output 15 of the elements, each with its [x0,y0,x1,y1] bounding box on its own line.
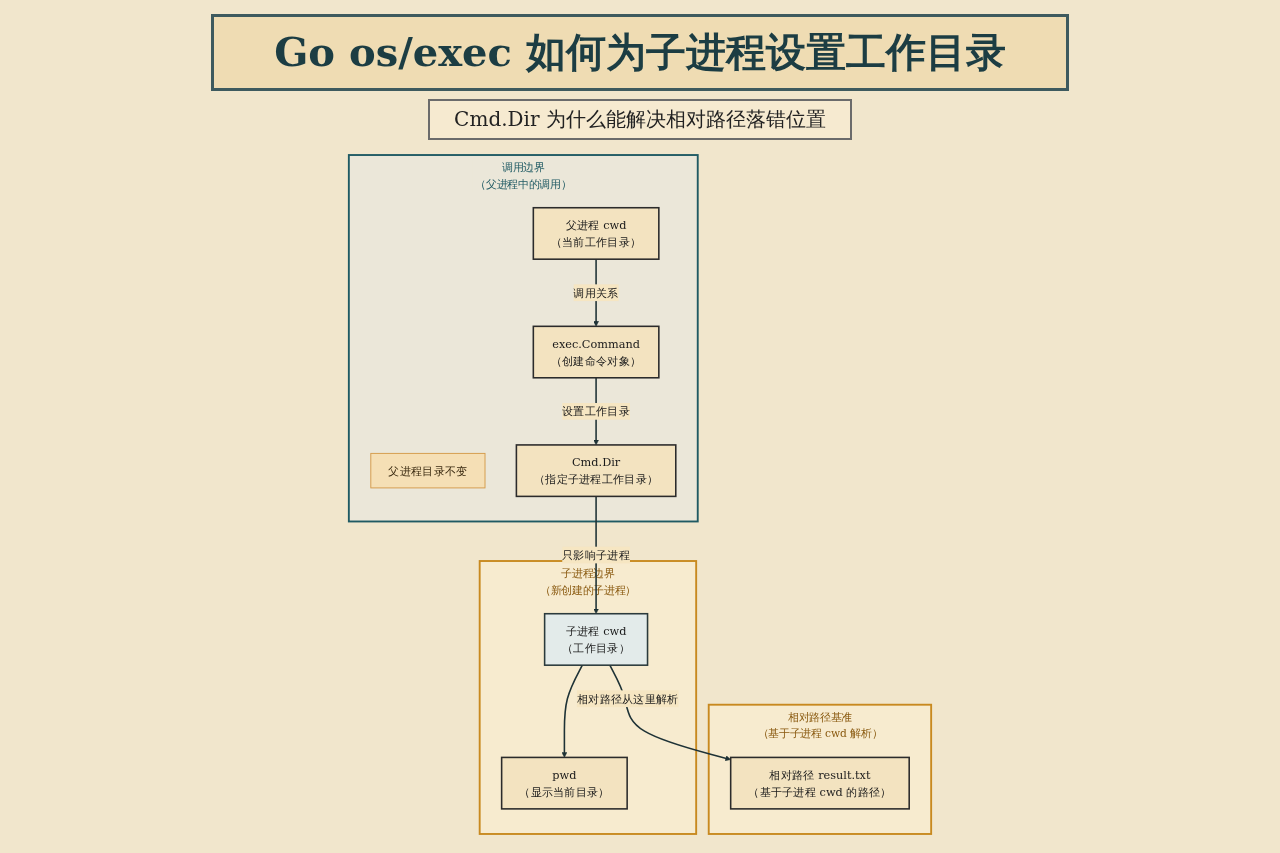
arrow [609,664,731,761]
node-box: 相对路径 result.txt （基于子进程 cwd 的路径） [729,756,910,810]
subtitle: Cmd.Dir 为什么能解决相对路径落错位置 [428,99,852,140]
edge-label: 调用关系 [573,286,619,300]
edge-label: 设置工作目录 [562,404,630,418]
node-box: exec.Command （创建命令对象） [532,325,660,379]
node-box: 子进程 cwd （工作目录） [543,612,649,666]
edge-label: 只影响子进程 [562,548,630,562]
edge-label: 相对路径从这里解析 [576,692,679,706]
arrow [561,664,584,758]
node-box: pwd （显示当前目录） [500,756,628,810]
title: Go os/exec 如何为子进程设置工作目录 [211,14,1069,91]
node-box: 父进程目录不变 [370,452,486,489]
node-box: 父进程 cwd （当前工作目录） [532,206,660,260]
node-box: Cmd.Dir （指定子进程工作目录） [515,444,677,498]
